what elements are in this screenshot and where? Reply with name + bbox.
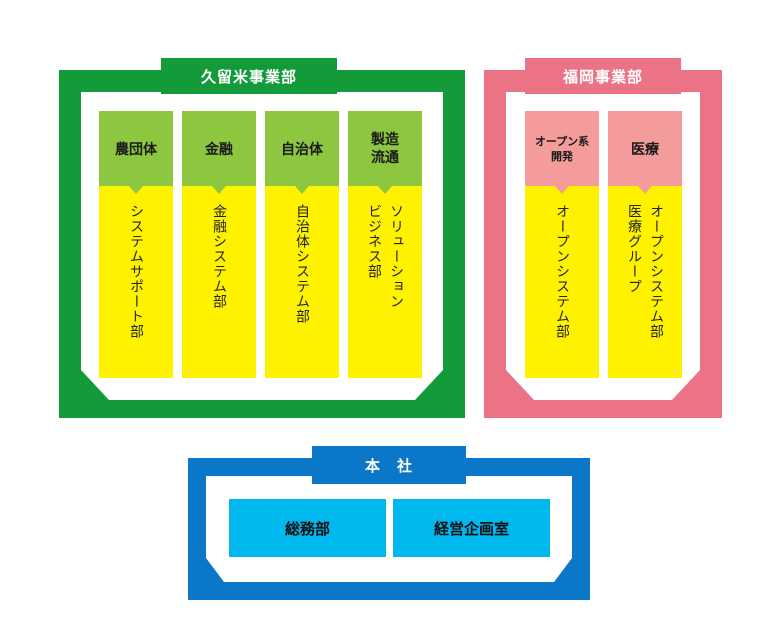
column-body: オープンシステム部 医療グループ [608,186,682,378]
column-head: 医療 [608,111,682,186]
down-arrow-icon [129,186,143,194]
column-body-text: オープンシステム部 [554,204,570,339]
column-body-text: 金融システム部 [211,204,227,309]
fukuoka-title: 福岡事業部 [525,58,681,94]
column-body-text: システムサポート部 [128,204,144,339]
down-arrow-icon [212,186,226,194]
column-head: 農団体 [99,111,173,186]
column-head: 自治体 [265,111,339,186]
down-arrow-icon [638,186,652,194]
column-head: オープン系 開発 [525,111,599,186]
fukuoka-column-open: オープン系 開発 オープンシステム部 [525,111,599,378]
down-arrow-icon [555,186,569,194]
column-body: ソリューション ビジネス部 [348,186,422,378]
kurume-title: 久留米事業部 [161,58,337,94]
kurume-column-manufacturing: 製造 流通 ソリューション ビジネス部 [348,111,422,378]
column-body-text: オープンシステム部 医療グループ [626,204,664,339]
column-head: 金融 [182,111,256,186]
kurume-column-finance: 金融 金融システム部 [182,111,256,378]
honsha-title: 本 社 [312,446,466,484]
down-arrow-icon [378,186,392,194]
general-affairs-box: 総務部 [229,499,386,557]
column-body: 自治体システム部 [265,186,339,378]
column-head: 製造 流通 [348,111,422,186]
kurume-column-municipal: 自治体 自治体システム部 [265,111,339,378]
column-body-text: 自治体システム部 [294,204,310,324]
fukuoka-division [484,70,722,418]
down-arrow-icon [295,186,309,194]
kurume-column-agri: 農団体 システムサポート部 [99,111,173,378]
column-body: 金融システム部 [182,186,256,378]
fukuoka-frame [484,70,722,418]
column-body: システムサポート部 [99,186,173,378]
column-body-text: ソリューション ビジネス部 [366,204,404,309]
corporate-planning-box: 経営企画室 [393,499,550,557]
fukuoka-column-medical: 医療 オープンシステム部 医療グループ [608,111,682,378]
column-body: オープンシステム部 [525,186,599,378]
